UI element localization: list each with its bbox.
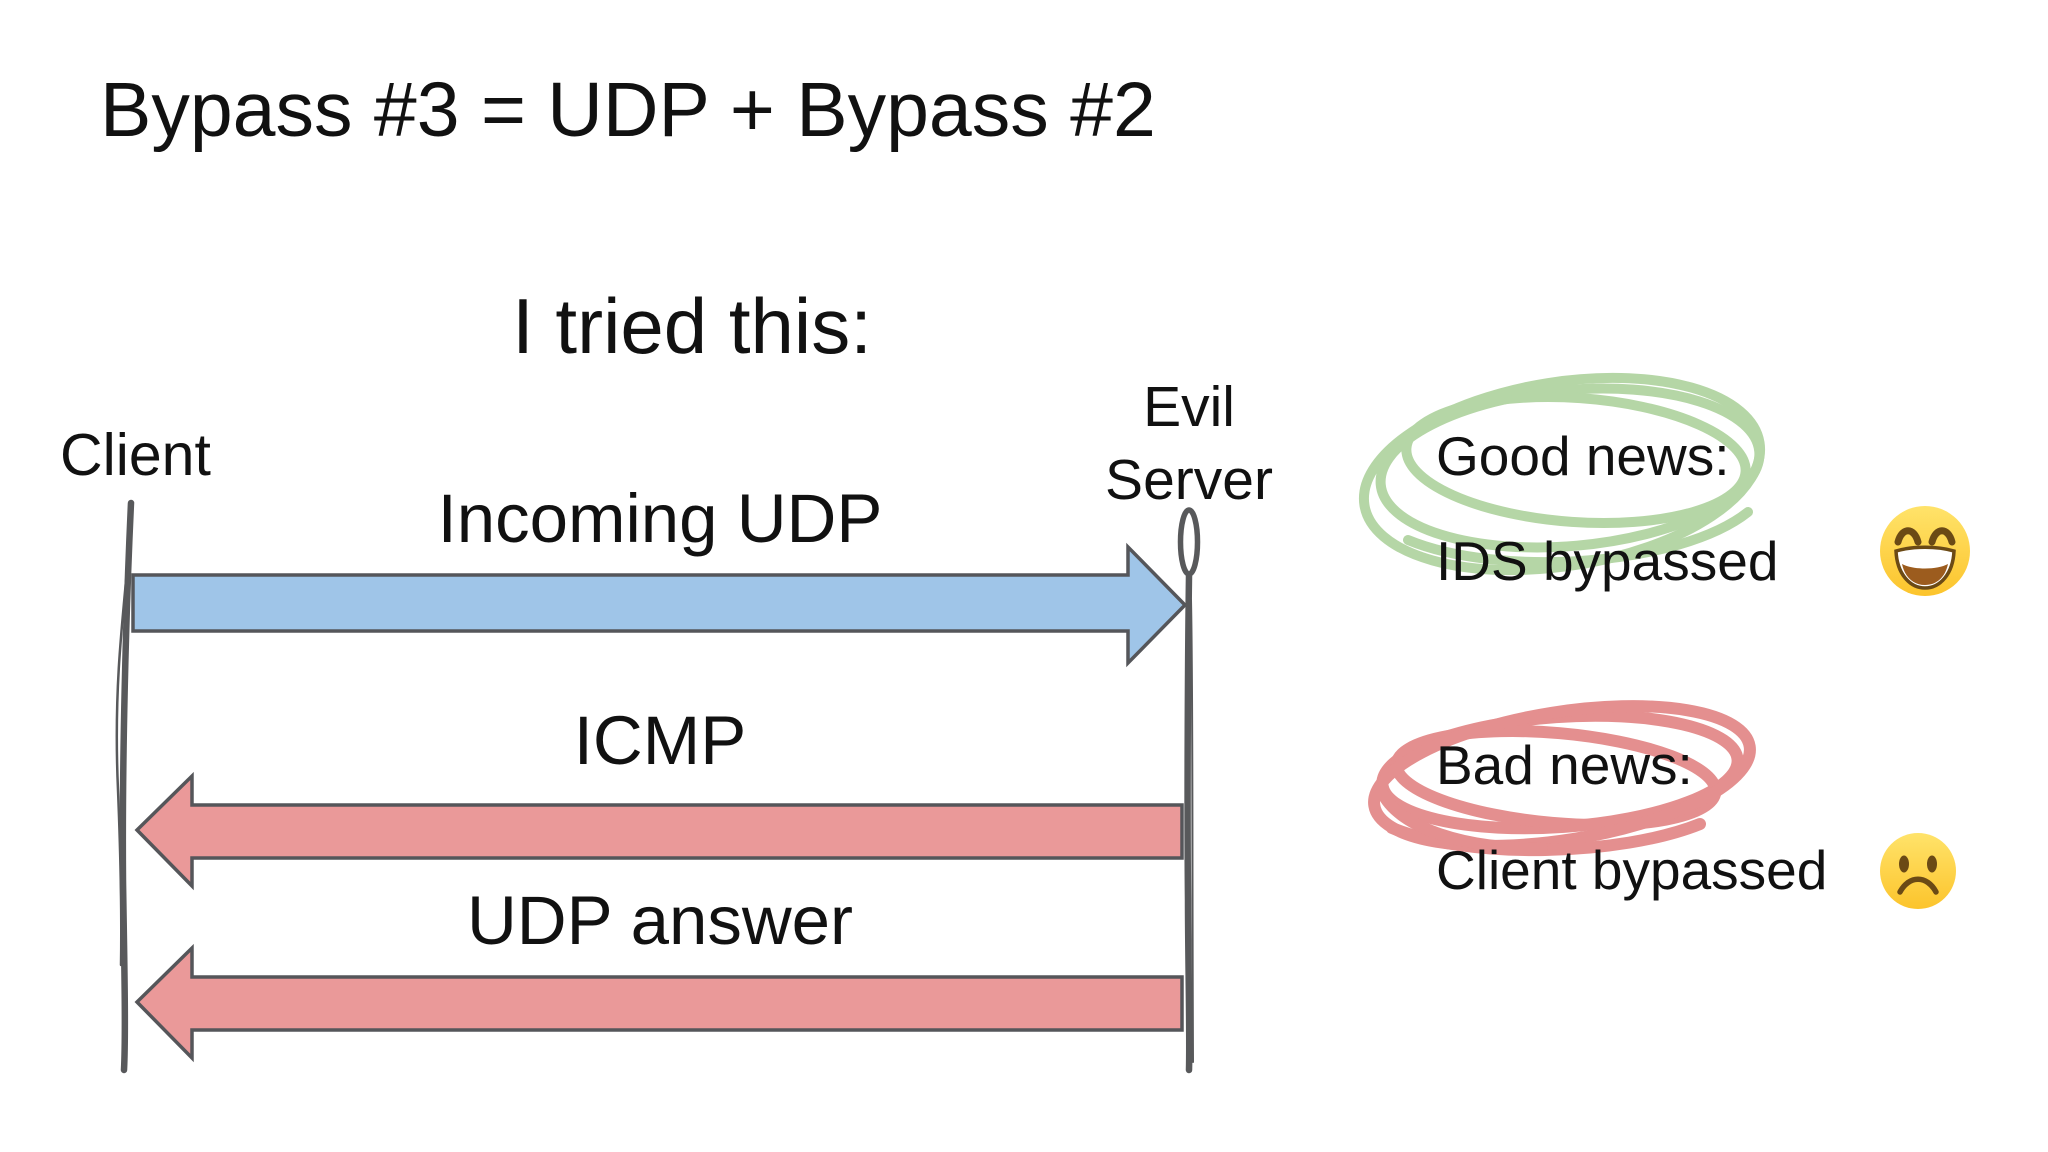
bad-news-detail: Client bypassed: [1436, 839, 1828, 901]
server-label: Evil Server: [1064, 371, 1314, 517]
bad-news-scribble-circle: [1368, 700, 1756, 857]
good-news-detail: IDS bypassed: [1436, 530, 1779, 592]
slide-title: Bypass #3 = UDP + Bypass #2: [100, 67, 1156, 153]
client-lifeline: [115, 499, 135, 1074]
good-news-heading: Good news:: [1436, 425, 1730, 487]
frowning-face-emoji-icon: [1880, 833, 1956, 909]
icmp-arrow: [134, 771, 1184, 891]
incoming-udp-arrow: [131, 542, 1188, 668]
server-label-line2: Server: [1105, 447, 1273, 512]
icmp-label: ICMP: [573, 702, 747, 779]
client-label: Client: [60, 422, 211, 488]
udp-answer-label: UDP answer: [466, 882, 854, 959]
bad-news-heading: Bad news:: [1436, 734, 1693, 796]
server-label-line1: Evil: [1143, 375, 1235, 439]
good-news-scribble-circle: [1358, 372, 1766, 576]
slide-subtitle: I tried this:: [512, 282, 872, 370]
incoming-udp-label: Incoming UDP: [437, 480, 883, 557]
udp-answer-arrow: [134, 943, 1184, 1063]
server-lifeline: [1177, 507, 1201, 1074]
grinning-face-emoji-icon: [1880, 506, 1970, 596]
